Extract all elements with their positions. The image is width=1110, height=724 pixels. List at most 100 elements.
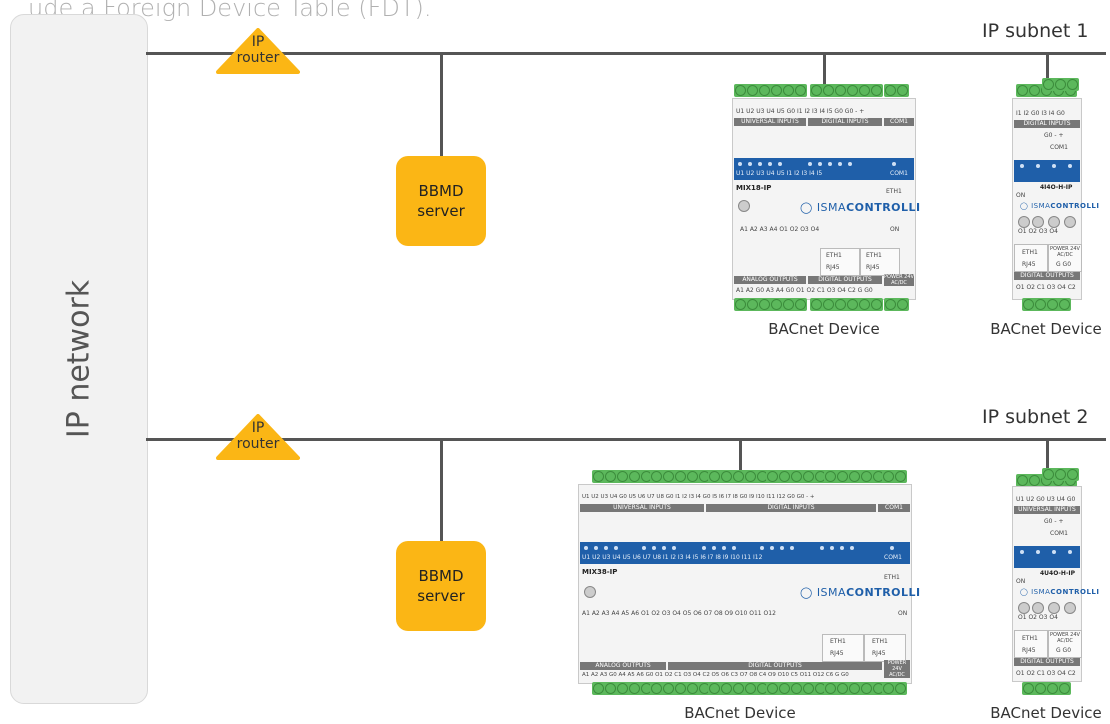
subnet2-router-line2: router [236,436,280,452]
rj45-label: RJ45 [866,264,880,271]
subnet1-bbmd-line2: server [417,202,465,220]
subnet2-device-large-label: BACnet Device [684,704,796,722]
eth-label: ETH1 [884,574,900,581]
on-label: ON [898,610,908,617]
output-labels: O1 O2 O3 O4 [1018,228,1058,235]
device-model: MIX18-IP [736,184,772,192]
subnet2-device-large-wire [739,438,742,472]
com1-label: COM1 [1050,144,1068,151]
band-label: POWER 24V AC/DC [884,274,914,286]
subnet1-router-line2: router [236,50,280,66]
terminal-labels: I1 I2 G0 I3 I4 G0 [1016,110,1065,117]
subnet1-device-large: U1 U2 U3 U4 U5 G0 I1 I2 I3 I4 I5 G0 G0 -… [732,84,920,314]
terminal-labels: U1 U2 G0 U3 U4 G0 [1016,496,1076,503]
brand-logo: ◯ ISMACONTROLLI [1020,202,1100,210]
subnet1-router-line1: IP [251,34,265,50]
terminal-labels: A1 A2 A3 G0 A4 A5 A6 G0 O1 O2 C1 O3 O4 C… [582,672,849,678]
eth-label: ETH1 [886,188,902,195]
subnet1-bbmd-line1: BBMD [418,182,464,200]
router-triangle-icon [216,414,300,460]
power-label: POWER 24V AC/DC [1050,246,1080,258]
led-labels: U1 U2 U3 U4 U5 U6 U7 U8 I1 I2 I3 I4 I5 I… [582,554,763,561]
subnet1-device-large-wire [823,52,826,86]
subnet2-label: IP subnet 2 [982,406,1089,428]
band-label: COM1 [884,118,914,126]
router-triangle-icon [216,28,300,74]
device-model: 4I4O-H-IP [1040,184,1073,191]
subnet1-bbmd-server: BBMD server [396,156,486,246]
terminal-labels: G G0 [1056,261,1072,268]
com1-label: COM1 [884,554,902,561]
eth-label: ETH1 [866,252,882,259]
led-labels: U1 U2 U3 U4 U5 I1 I2 I3 I4 I5 [736,170,823,177]
subnet1-bbmd-wire [440,52,443,157]
band-label: DIGITAL INPUTS [1014,120,1080,128]
band-label: DIGITAL OUTPUTS [1014,658,1080,666]
subnet1-bus-line [146,52,1106,55]
subnet2-device-small-wire [1046,438,1049,472]
on-label: ON [1016,192,1026,199]
terminal-labels: G G0 [1056,647,1072,654]
band-label: COM1 [878,504,910,512]
band-label: POWER 24V AC/DC [884,660,910,678]
on-label: ON [1016,578,1026,585]
terminal-labels: G0 - + [1044,518,1064,525]
subnet1-device-small-label: BACnet Device [990,320,1102,338]
eth-label: ETH1 [1022,249,1038,256]
subnet2-router: IP router [216,414,300,460]
terminal-labels: U1 U2 U3 U4 U5 G0 I1 I2 I3 I4 I5 G0 G0 -… [736,108,865,115]
ce-mark-icon [738,200,750,212]
band-label: DIGITAL OUTPUTS [668,662,882,670]
subnet2-bus-line [146,438,1106,441]
band-label: DIGITAL INPUTS [706,504,876,512]
brand-logo: ◯ ISMACONTROLLI [800,201,921,214]
band-label: DIGITAL OUTPUTS [1014,272,1080,280]
band-label: ANALOG OUTPUTS [734,276,806,284]
rj45-label: RJ45 [1022,647,1036,654]
on-label: ON [890,226,900,233]
rj45-label: RJ45 [830,650,844,657]
subnet2-device-small-label: BACnet Device [990,704,1102,722]
device-model: 4U4O-H-IP [1040,570,1076,577]
output-labels: A1 A2 A3 A4 A5 A6 O1 O2 O3 O4 O5 O6 O7 O… [582,610,776,617]
eth-label: ETH1 [830,638,846,645]
subnet1-label: IP subnet 1 [982,20,1089,42]
rj45-label: RJ45 [872,650,886,657]
band-label: DIGITAL OUTPUTS [808,276,882,284]
terminal-labels: U1 U2 U3 U4 G0 U5 U6 U7 U8 G0 I1 I2 I3 I… [582,494,815,500]
subnet2-device-small: U1 U2 G0 U3 U4 G0 UNIVERSAL INPUTS G0 - … [1012,468,1099,696]
subnet1-device-small-wire [1046,52,1049,86]
brand-logo: ◯ ISMACONTROLLI [1020,588,1100,596]
brand-logo: ◯ ISMACONTROLLI [800,586,921,599]
eth-label: ETH1 [1022,635,1038,642]
subnet2-bbmd-wire [440,438,443,542]
band-label: DIGITAL INPUTS [808,118,882,126]
subnet2-bbmd-server: BBMD server [396,541,486,631]
power-label: POWER 24V AC/DC [1050,632,1080,644]
device-model: MIX38-IP [582,568,618,576]
band-label: ANALOG OUTPUTS [580,662,666,670]
terminal-labels: G0 - + [1044,132,1064,139]
output-labels: O1 O2 O3 O4 [1018,614,1058,621]
output-labels: A1 A2 A3 A4 O1 O2 O3 O4 [740,226,820,233]
subnet2-bbmd-line2: server [417,587,465,605]
eth-label: ETH1 [872,638,888,645]
band-label: UNIVERSAL INPUTS [580,504,704,512]
com1-label: COM1 [890,170,908,177]
subnet2-router-line1: IP [251,420,265,436]
subnet1-device-small: I1 I2 G0 I3 I4 G0 DIGITAL INPUTS G0 - + … [1012,78,1099,314]
terminal-labels: O1 O2 C1 O3 O4 C2 [1016,670,1076,677]
rj45-label: RJ45 [826,264,840,271]
eth-label: ETH1 [826,252,842,259]
com1-label: COM1 [1050,530,1068,537]
ip-network-panel: IP network [10,14,148,704]
subnet2-device-large: U1 U2 U3 U4 G0 U5 U6 U7 U8 G0 I1 I2 I3 I… [578,470,920,696]
subnet1-router: IP router [216,28,300,74]
terminal-labels: O1 O2 C1 O3 O4 C2 [1016,284,1076,291]
rj45-label: RJ45 [1022,261,1036,268]
subnet1-device-large-label: BACnet Device [768,320,880,338]
ip-network-label: IP network [61,279,97,439]
subnet2-bbmd-line1: BBMD [418,567,464,585]
terminal-labels: A1 A2 G0 A3 A4 G0 O1 O2 C1 O3 O4 C2 G G0 [736,287,873,294]
band-label: UNIVERSAL INPUTS [1014,506,1080,514]
